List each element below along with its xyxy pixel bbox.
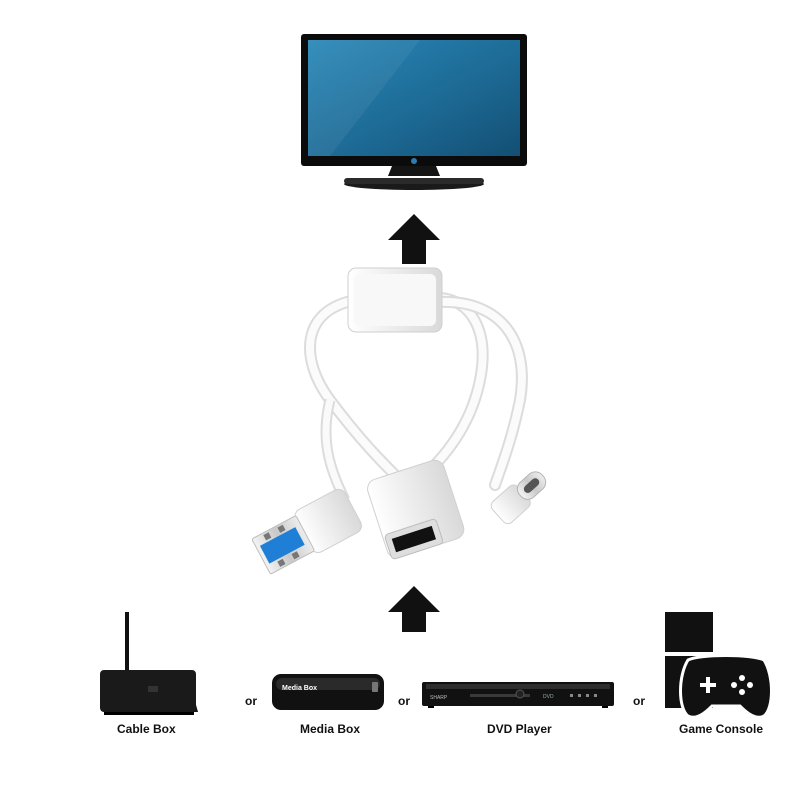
media-box-icon: Media Box — [272, 674, 384, 710]
dvd-player-icon: SHARP DVD — [422, 682, 614, 708]
separator-or: or — [633, 694, 645, 708]
media-box-text: Media Box — [282, 685, 317, 692]
dvd-brand: SHARP — [430, 695, 448, 701]
game-console-icon — [665, 612, 773, 719]
device-label-cable-box: Cable Box — [117, 722, 176, 736]
device-label-dvd-player: DVD Player — [487, 722, 552, 736]
separator-or: or — [398, 694, 410, 708]
arrow-up-icon — [388, 214, 440, 264]
device-label-game-console: Game Console — [679, 722, 764, 736]
usb-y-cable-icon — [251, 267, 547, 575]
cable-box-icon — [100, 612, 198, 715]
arrow-up-icon — [388, 586, 440, 632]
device-label-media-box: Media Box — [300, 722, 361, 736]
separator-or: or — [245, 694, 257, 708]
tv-icon — [301, 34, 527, 190]
dvd-display: DVD — [543, 694, 554, 700]
